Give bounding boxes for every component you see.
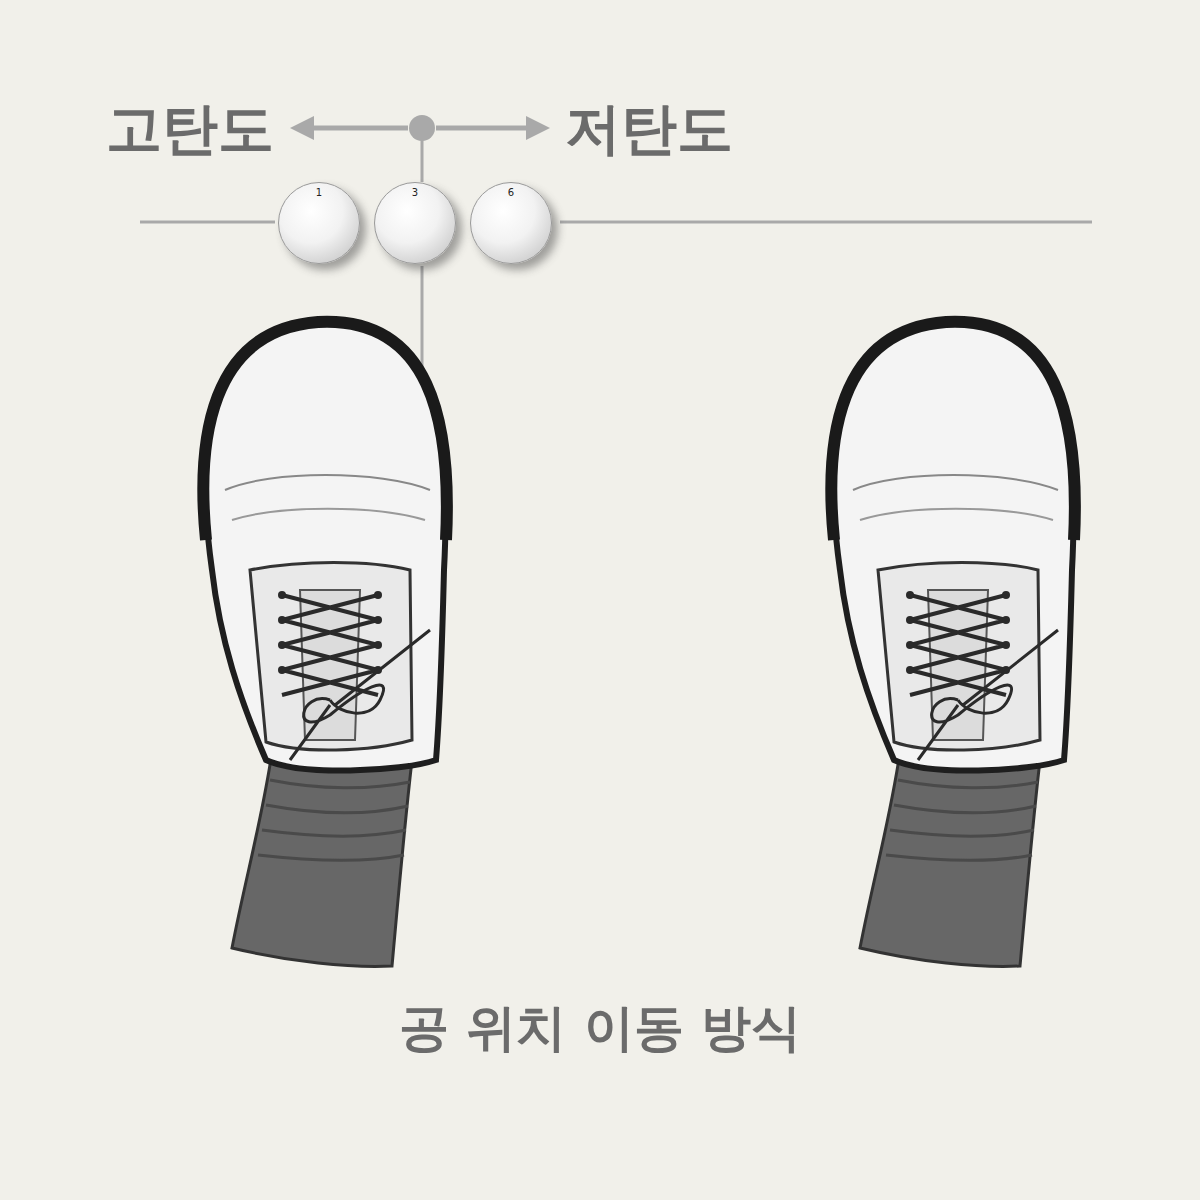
golf-ball: 6 [470, 182, 552, 264]
golf-ball: 1 [278, 182, 360, 264]
trajectory-label: 고탄도 [106, 92, 274, 168]
ball-number: 6 [471, 187, 551, 199]
trajectory-label: 저탄도 [565, 92, 733, 168]
caption-text: 공 위치 이동 방식 [399, 995, 801, 1062]
golf-ball: 3 [374, 182, 456, 264]
ball-number: 3 [375, 187, 455, 199]
ball-number: 1 [279, 187, 359, 199]
